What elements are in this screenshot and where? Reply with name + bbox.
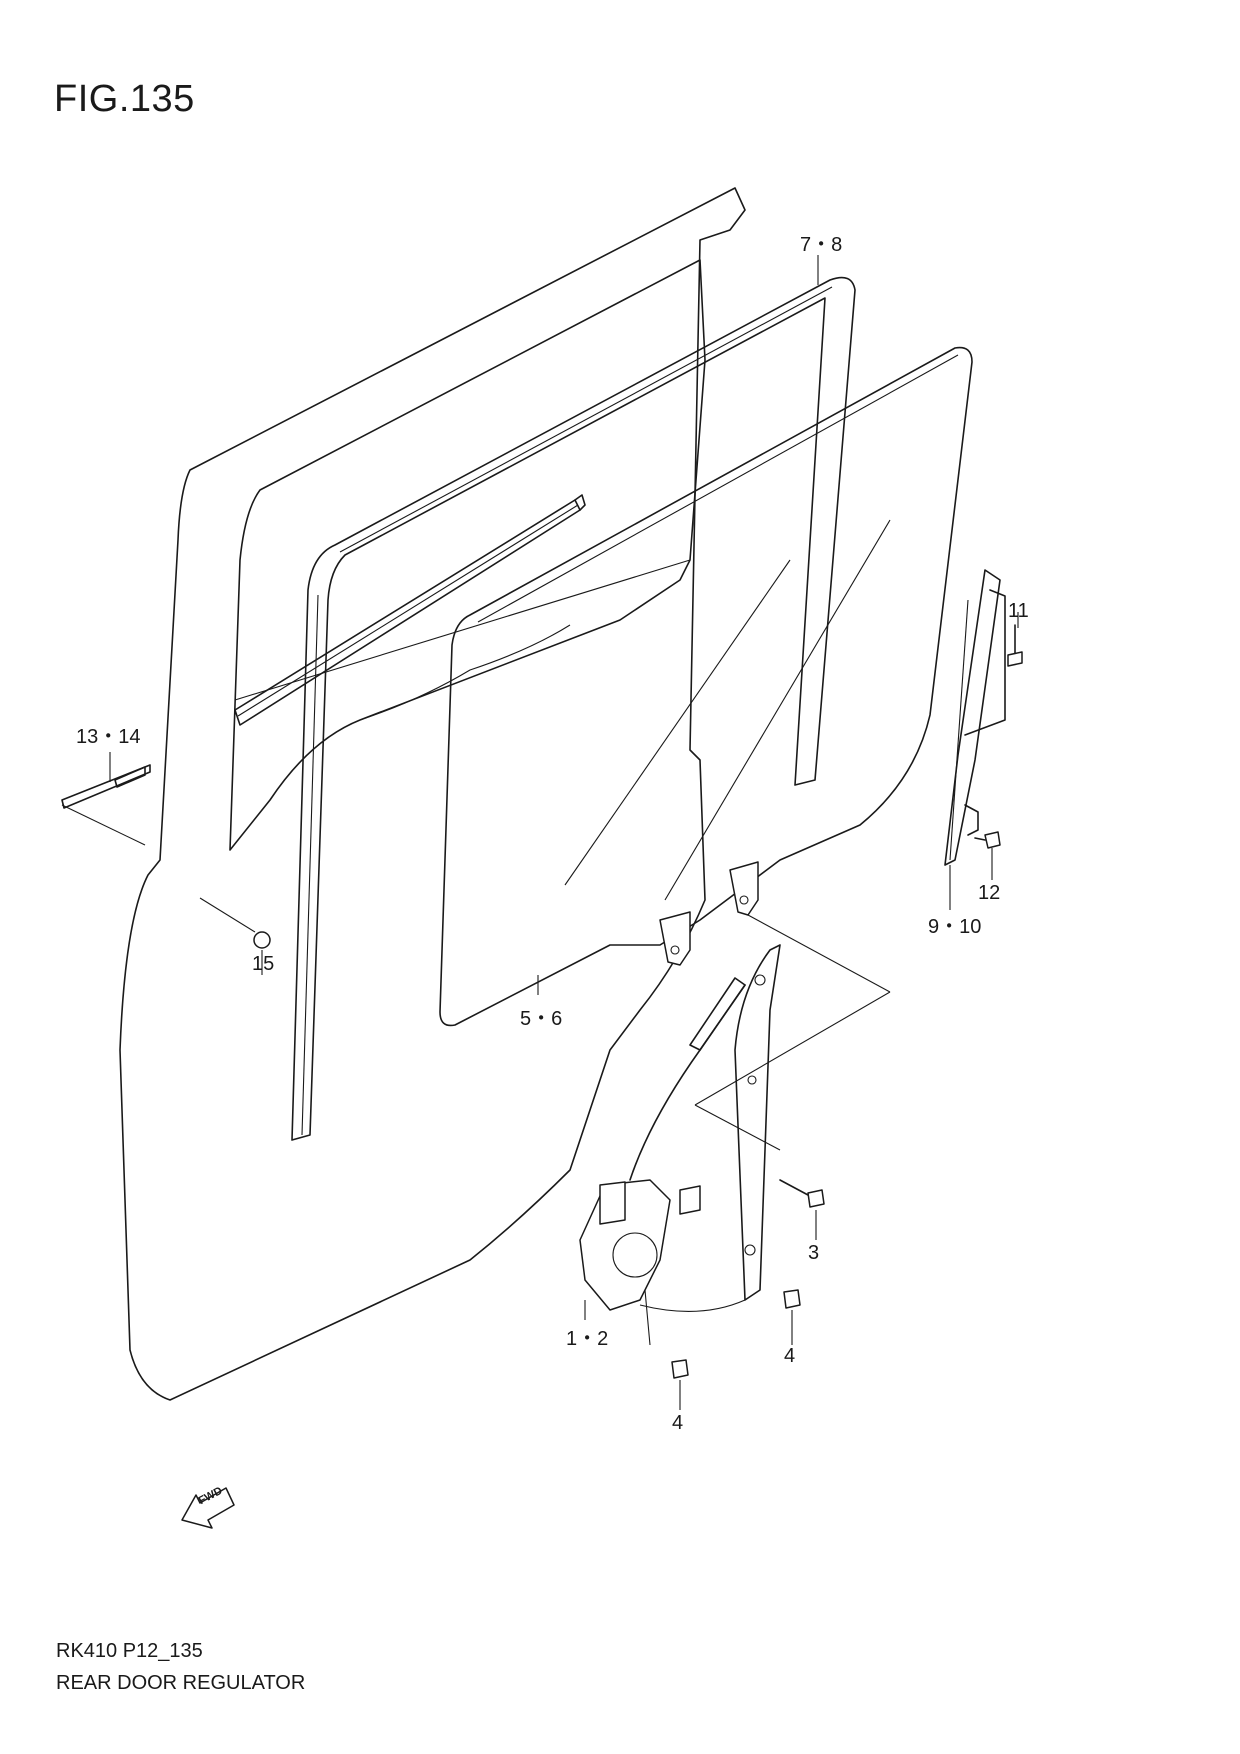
leader-lines [109,255,1019,1320]
belt-moulding [234,494,586,726]
nut-4-right [783,1289,801,1345]
callout-13-14: 13・14 [76,726,141,748]
callout-3: 3 [808,1242,820,1264]
callout-4-bottom: 4 [672,1412,684,1434]
rear-channel [944,569,1006,866]
fwd-arrow-icon [181,1487,235,1529]
callout-15: 15 [252,953,275,975]
callout-12: 12 [978,882,1001,904]
clip-15 [199,897,271,975]
callout-9-10: 9・10 [928,916,982,938]
drawing-code: RK410 P12_135 [56,1640,203,1662]
callout-1-2: 1・2 [566,1328,609,1350]
door-glass [439,346,973,1027]
nut-4-bottom [671,1359,689,1410]
weatherstrip [61,764,151,846]
bolt-3 [779,1179,825,1240]
bolt-12 [974,831,1001,880]
glass-brackets [659,861,891,1151]
regulator-motor [579,1179,746,1346]
figure-title: FIG.135 [54,78,195,120]
drawing-name: REAR DOOR REGULATOR [56,1672,306,1694]
callout-7-8: 7・8 [800,234,843,256]
callout-4-right: 4 [784,1345,796,1367]
callout-11: 11 [1008,600,1029,622]
screw-11 [1007,624,1023,667]
callout-5-6: 5・6 [520,1008,563,1030]
run-channel [291,276,856,1141]
regulator-rail [629,944,781,1301]
